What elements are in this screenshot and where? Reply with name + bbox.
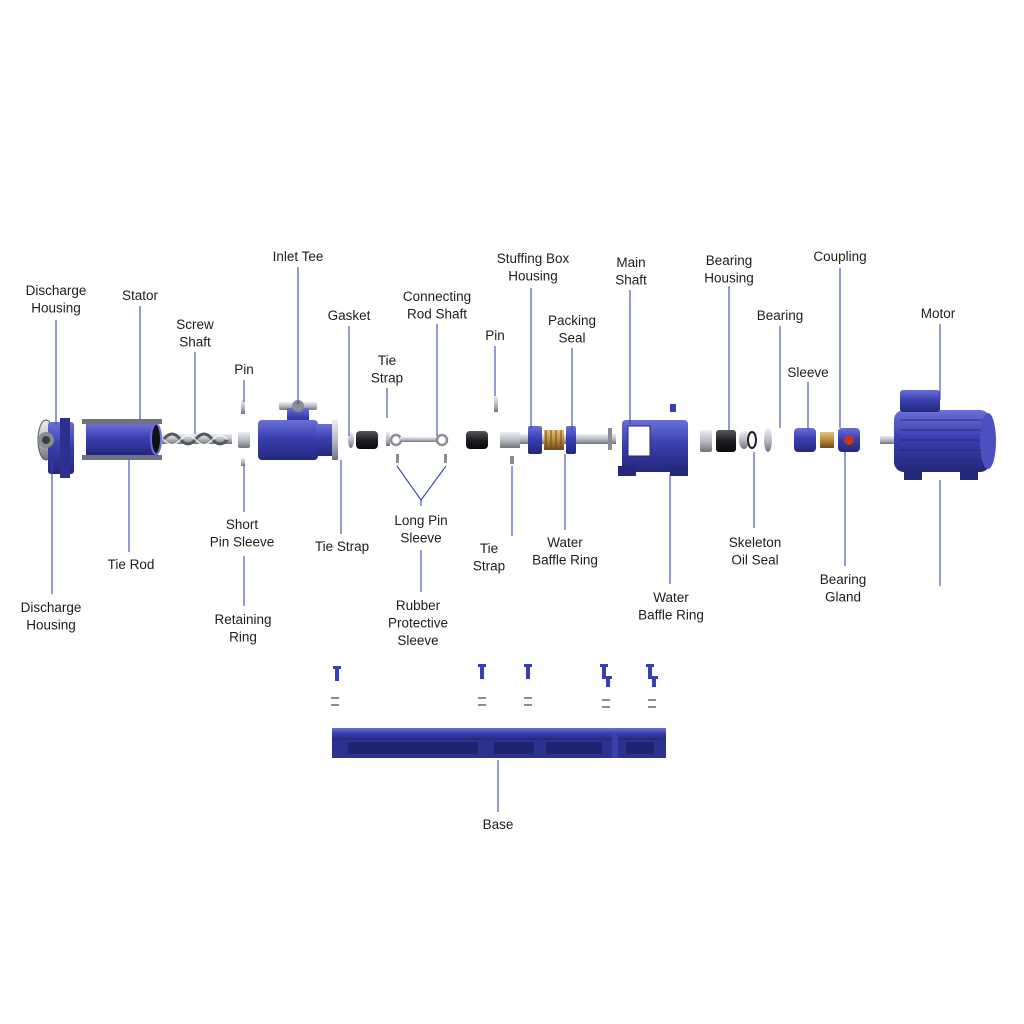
label-line: Baffle Ring [638,608,704,623]
label-line: Connecting [403,289,471,304]
label-line: Water [547,535,583,550]
label-line: Housing [31,301,81,316]
label-line: Ring [229,630,257,645]
discharge-housing-part [37,418,74,478]
label-line: Pin Sleeve [210,535,275,550]
label-gasket: Gasket [328,308,371,323]
label-coupling: Coupling [813,249,866,264]
stuffing-box-part [520,426,616,454]
label-line: Pin [485,328,505,343]
label-line: Strap [371,371,403,386]
label-pin-right: Pin [485,328,505,343]
label-tie-rod: Tie Rod [108,557,155,572]
pin-left-part [238,400,250,466]
screw-shaft-part [162,432,232,446]
label-line: Shaft [179,335,211,350]
label-line: Oil Seal [731,553,778,568]
label-line: Packing [548,313,596,328]
label-sleeve: Sleeve [787,365,828,380]
label-line: Base [483,817,514,832]
label-line: Retaining [214,612,271,627]
label-line: Skeleton [729,535,782,550]
label-line: Shaft [615,273,647,288]
coupling-part [764,428,860,452]
label-line: Water [653,590,689,605]
label-tie-strap-bottom-left: Tie Strap [315,539,369,554]
label-line: Tie Strap [315,539,369,554]
label-line: Rod Shaft [407,307,467,322]
label-line: Protective [388,616,448,631]
stator-part [82,419,162,460]
label-line: Baffle Ring [532,553,598,568]
label-line: Bearing [820,572,867,587]
leader-lines [51,267,941,812]
rubber-sleeve-right-part [466,396,520,464]
label-line: Stuffing Box [497,251,570,266]
label-base: Base [483,817,514,832]
label-line: Tie [480,541,498,556]
label-line: Main [616,255,645,270]
bearing-housing-part [700,430,757,452]
connecting-rod-part [386,432,449,463]
motor-part [880,390,996,480]
label-line: Tie Rod [108,557,155,572]
label-line: Short [226,517,259,532]
label-line: Rubber [396,598,441,613]
inlet-tee-part [258,400,338,460]
label-line: Seal [558,331,585,346]
label-line: Gasket [328,308,371,323]
label-line: Screw [176,317,214,332]
label-line: Stator [122,288,159,303]
label-line: Housing [704,271,754,286]
label-line: Motor [921,306,956,321]
label-line: Gland [825,590,861,605]
label-line: Discharge [26,283,87,298]
label-line: Bearing [757,308,804,323]
bearing-frame-part [618,404,688,476]
label-line: Discharge [21,600,82,615]
label-line: Long Pin [394,513,447,528]
label-line: Sleeve [400,531,441,546]
label-line: Sleeve [397,633,438,648]
label-motor: Motor [921,306,956,321]
gasket-part [348,431,378,449]
label-bearing: Bearing [757,308,804,323]
label-line: Sleeve [787,365,828,380]
label-line: Housing [26,618,76,633]
label-line: Pin [234,362,254,377]
label-stator: Stator [122,288,159,303]
label-pin-left: Pin [234,362,254,377]
label-line: Inlet Tee [273,249,324,264]
label-line: Tie [378,353,396,368]
label-inlet-tee: Inlet Tee [273,249,324,264]
label-line: Bearing [706,253,753,268]
label-line: Strap [473,559,505,574]
label-line: Housing [508,269,558,284]
label-line: Coupling [813,249,866,264]
base-part [332,728,666,758]
base-bolts [331,664,658,708]
